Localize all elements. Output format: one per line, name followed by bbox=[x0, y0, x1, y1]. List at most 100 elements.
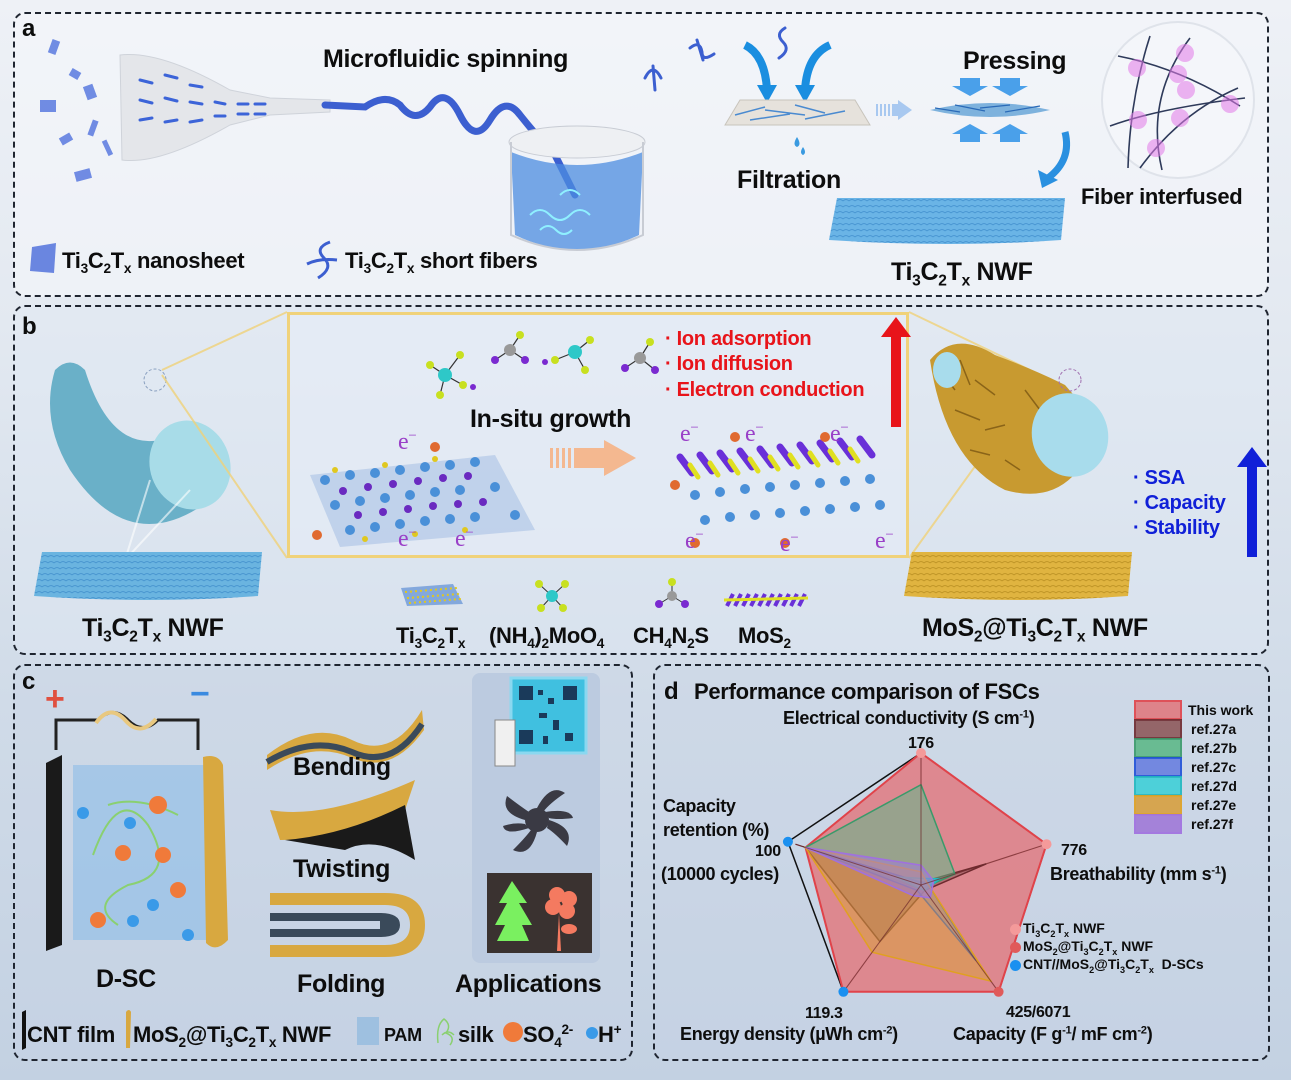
twisting-illustration bbox=[270, 780, 415, 860]
luminous-tree-flower-application bbox=[487, 873, 592, 953]
vertex-marker bbox=[916, 748, 926, 758]
axis-label-conductivity: Electrical conductivity (S cm-1) bbox=[783, 708, 1035, 728]
electron-label: e− bbox=[398, 525, 417, 552]
filtration-illustration bbox=[724, 41, 871, 155]
vertex-marker bbox=[993, 986, 1004, 997]
electron-label: e− bbox=[830, 420, 849, 447]
max-label-breathability: 776 bbox=[1061, 842, 1087, 859]
chart-title: Performance comparison of FSCs bbox=[694, 679, 1040, 704]
legend-swatch bbox=[1134, 813, 1182, 834]
mos2-lattice-illustration bbox=[670, 432, 885, 548]
electron-label: e− bbox=[780, 530, 799, 557]
ti3c2tx-nwf-illustration bbox=[829, 198, 1065, 244]
curved-arrow-icon bbox=[1038, 131, 1071, 188]
electron-label: e− bbox=[875, 527, 894, 554]
legend-swatch bbox=[1134, 756, 1182, 777]
short-fibers-illustration bbox=[643, 26, 788, 92]
legend-cnt-film: CNT film bbox=[27, 1022, 116, 1047]
radar-spoke bbox=[843, 884, 922, 993]
ti3c2tx-material-icon bbox=[401, 584, 463, 606]
spun-fiber-illustration bbox=[321, 94, 579, 199]
filtration-title: Filtration bbox=[737, 166, 841, 194]
benefit-electron-conduction: · Electron conduction bbox=[665, 379, 865, 401]
left-nwf-label: Ti3C2Tx NWF bbox=[82, 614, 224, 646]
nanosheet-icon bbox=[30, 243, 56, 273]
legend-proton: H+ bbox=[598, 1022, 622, 1048]
microfluidic-spinning-title: Microfluidic spinning bbox=[323, 45, 569, 73]
electron-label: e− bbox=[455, 525, 474, 552]
pressing-title: Pressing bbox=[963, 47, 1067, 75]
right-nwf-label: MoS2@Ti3C2Tx NWF bbox=[922, 614, 1148, 646]
radar-spoke bbox=[795, 843, 922, 886]
legend-item: ref.27a bbox=[1134, 718, 1253, 739]
folding-illustration bbox=[270, 893, 425, 957]
zoom-lines bbox=[161, 311, 1031, 559]
legend-label: ref.27e bbox=[1191, 796, 1237, 813]
legend-label: ref.27b bbox=[1191, 739, 1237, 756]
vertex-marker bbox=[1041, 839, 1052, 850]
legend-silk: silk bbox=[458, 1022, 494, 1047]
vertex-marker bbox=[838, 986, 849, 997]
marker-dot bbox=[1010, 923, 1021, 935]
fan-application bbox=[503, 790, 573, 852]
marker-dot bbox=[1010, 941, 1021, 953]
legend-nanosheet: Ti3C2Tx nanosheet bbox=[62, 248, 245, 276]
ti3c2tx-lattice-illustration bbox=[310, 442, 535, 547]
cnt-film-icon bbox=[22, 1010, 26, 1050]
electron-label: e− bbox=[680, 420, 699, 447]
microfluidic-nozzle-illustration bbox=[40, 39, 331, 182]
vertex-marker bbox=[782, 836, 793, 847]
panel-a-label: a bbox=[22, 15, 36, 42]
radar-series-ref-27f bbox=[805, 846, 935, 899]
marker-legend-label: CNT//MoS2@Ti3C2Tx D-SCs bbox=[1023, 955, 1204, 975]
legend-label: ref.27f bbox=[1191, 815, 1234, 832]
panel-d-label: d bbox=[664, 678, 679, 705]
radar-spoke bbox=[920, 843, 1047, 886]
molecules-illustration bbox=[426, 331, 659, 399]
bending-label: Bending bbox=[293, 753, 391, 781]
panel-b-label: b bbox=[22, 313, 37, 340]
legend-label: ref.27a bbox=[1191, 720, 1237, 737]
marker-legend-label: Ti3C2Tx NWF bbox=[1023, 919, 1105, 939]
proton-icon bbox=[586, 1027, 598, 1039]
left-nwf-illustration bbox=[34, 552, 262, 600]
pressing-illustration bbox=[930, 78, 1050, 142]
positive-terminal: + bbox=[45, 680, 65, 718]
material-label-ti3c2tx: Ti3C2Tx bbox=[396, 623, 466, 651]
radar-spoke bbox=[920, 884, 999, 993]
benefit-stability: · Stability bbox=[1133, 517, 1220, 539]
marker-legend-item: MoS2@Ti3C2Tx NWF bbox=[1010, 938, 1204, 956]
legend-item: ref.27c bbox=[1134, 756, 1253, 777]
d-sc-device-illustration bbox=[46, 710, 228, 951]
legend-swatch bbox=[1134, 775, 1182, 796]
legend-sulfate: SO42- bbox=[523, 1022, 573, 1050]
pam-block-icon bbox=[357, 1017, 379, 1045]
red-up-arrow-icon bbox=[881, 317, 911, 427]
material-label-thiourea: CH4N2S bbox=[633, 623, 709, 651]
blue-up-arrow-icon bbox=[1237, 447, 1267, 557]
in-situ-growth-title: In-situ growth bbox=[470, 405, 632, 433]
twisting-label: Twisting bbox=[293, 855, 391, 883]
electron-label: e− bbox=[685, 527, 704, 554]
fiber-interfused-bubble bbox=[1101, 21, 1255, 179]
ti3c2tx-nwf-label: Ti3C2Tx NWF bbox=[891, 258, 1033, 290]
panel-c-label: c bbox=[22, 668, 36, 695]
right-nwf-illustration bbox=[904, 552, 1132, 600]
axis-label-retention-cycles: (10000 cycles) bbox=[661, 864, 779, 884]
electron-label: e− bbox=[398, 428, 417, 455]
legend-swatch bbox=[1134, 718, 1182, 739]
d-sc-label: D-SC bbox=[96, 965, 156, 993]
benefit-capacity: · Capacity bbox=[1133, 492, 1226, 514]
legend-swatch bbox=[1134, 699, 1182, 720]
max-label-retention: 100 bbox=[755, 843, 781, 860]
legend-item: This work bbox=[1134, 699, 1253, 720]
marker-legend-label: MoS2@Ti3C2Tx NWF bbox=[1023, 937, 1154, 957]
legend-item: ref.27b bbox=[1134, 737, 1253, 758]
ammonium-molybdate-icon bbox=[535, 580, 569, 612]
legend-label: ref.27c bbox=[1191, 758, 1237, 775]
single-fiber-illustration bbox=[50, 362, 231, 561]
qr-code-application bbox=[494, 676, 588, 767]
benefit-ssa: · SSA bbox=[1133, 467, 1185, 489]
